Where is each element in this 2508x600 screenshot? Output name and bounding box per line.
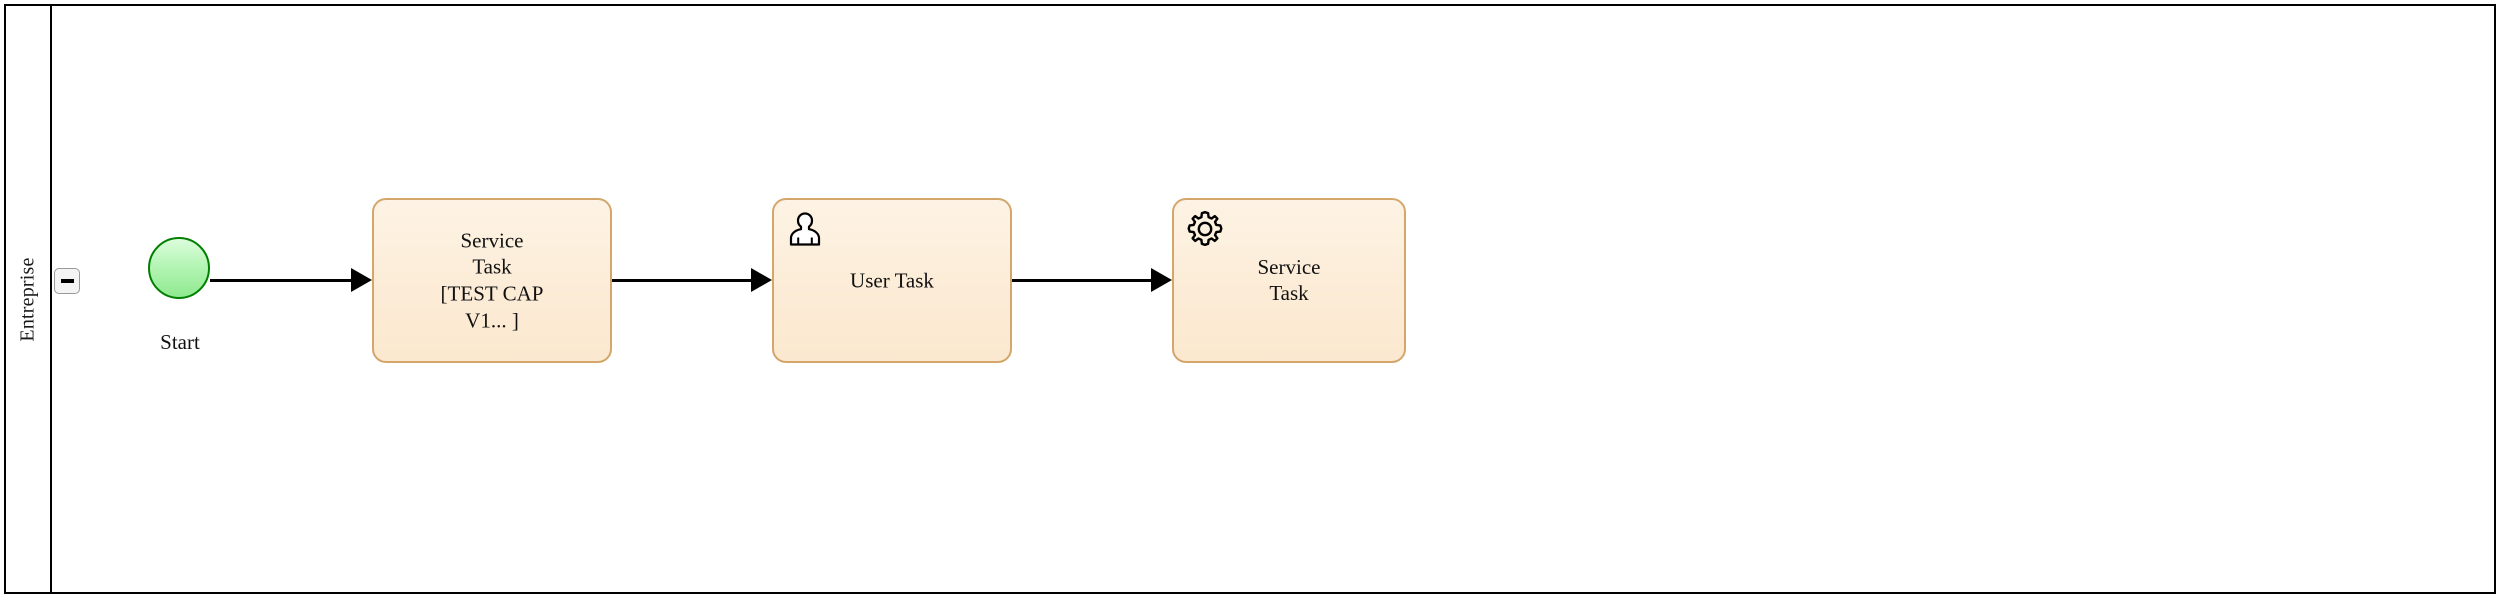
task-service-task-1[interactable]: Service Task [TEST CAP V1... ] <box>372 198 612 363</box>
lane-header[interactable]: Entreprise <box>6 6 52 592</box>
task-label: Service Task <box>1257 254 1321 306</box>
task-service-task-2[interactable]: Service Task <box>1172 198 1406 363</box>
gear-icon <box>1185 209 1225 249</box>
sequence-flow-3[interactable] <box>1012 279 1152 282</box>
start-event-label: Start <box>160 330 200 354</box>
pool-entreprise[interactable]: Entreprise <box>4 4 2496 594</box>
arrow-head-icon <box>751 268 772 292</box>
sequence-flow-2[interactable] <box>612 279 752 282</box>
lane-collapse-button[interactable] <box>54 268 80 294</box>
user-icon <box>785 209 825 249</box>
start-event[interactable] <box>148 237 210 299</box>
task-user-task[interactable]: User Task <box>772 198 1012 363</box>
sequence-flow-1[interactable] <box>210 279 352 282</box>
arrow-head-icon <box>351 268 372 292</box>
lane-label: Entreprise <box>16 256 39 342</box>
task-label: User Task <box>850 268 934 293</box>
arrow-head-icon <box>1151 268 1172 292</box>
minus-icon <box>60 279 74 283</box>
task-label: Service Task [TEST CAP V1... ] <box>440 227 544 333</box>
